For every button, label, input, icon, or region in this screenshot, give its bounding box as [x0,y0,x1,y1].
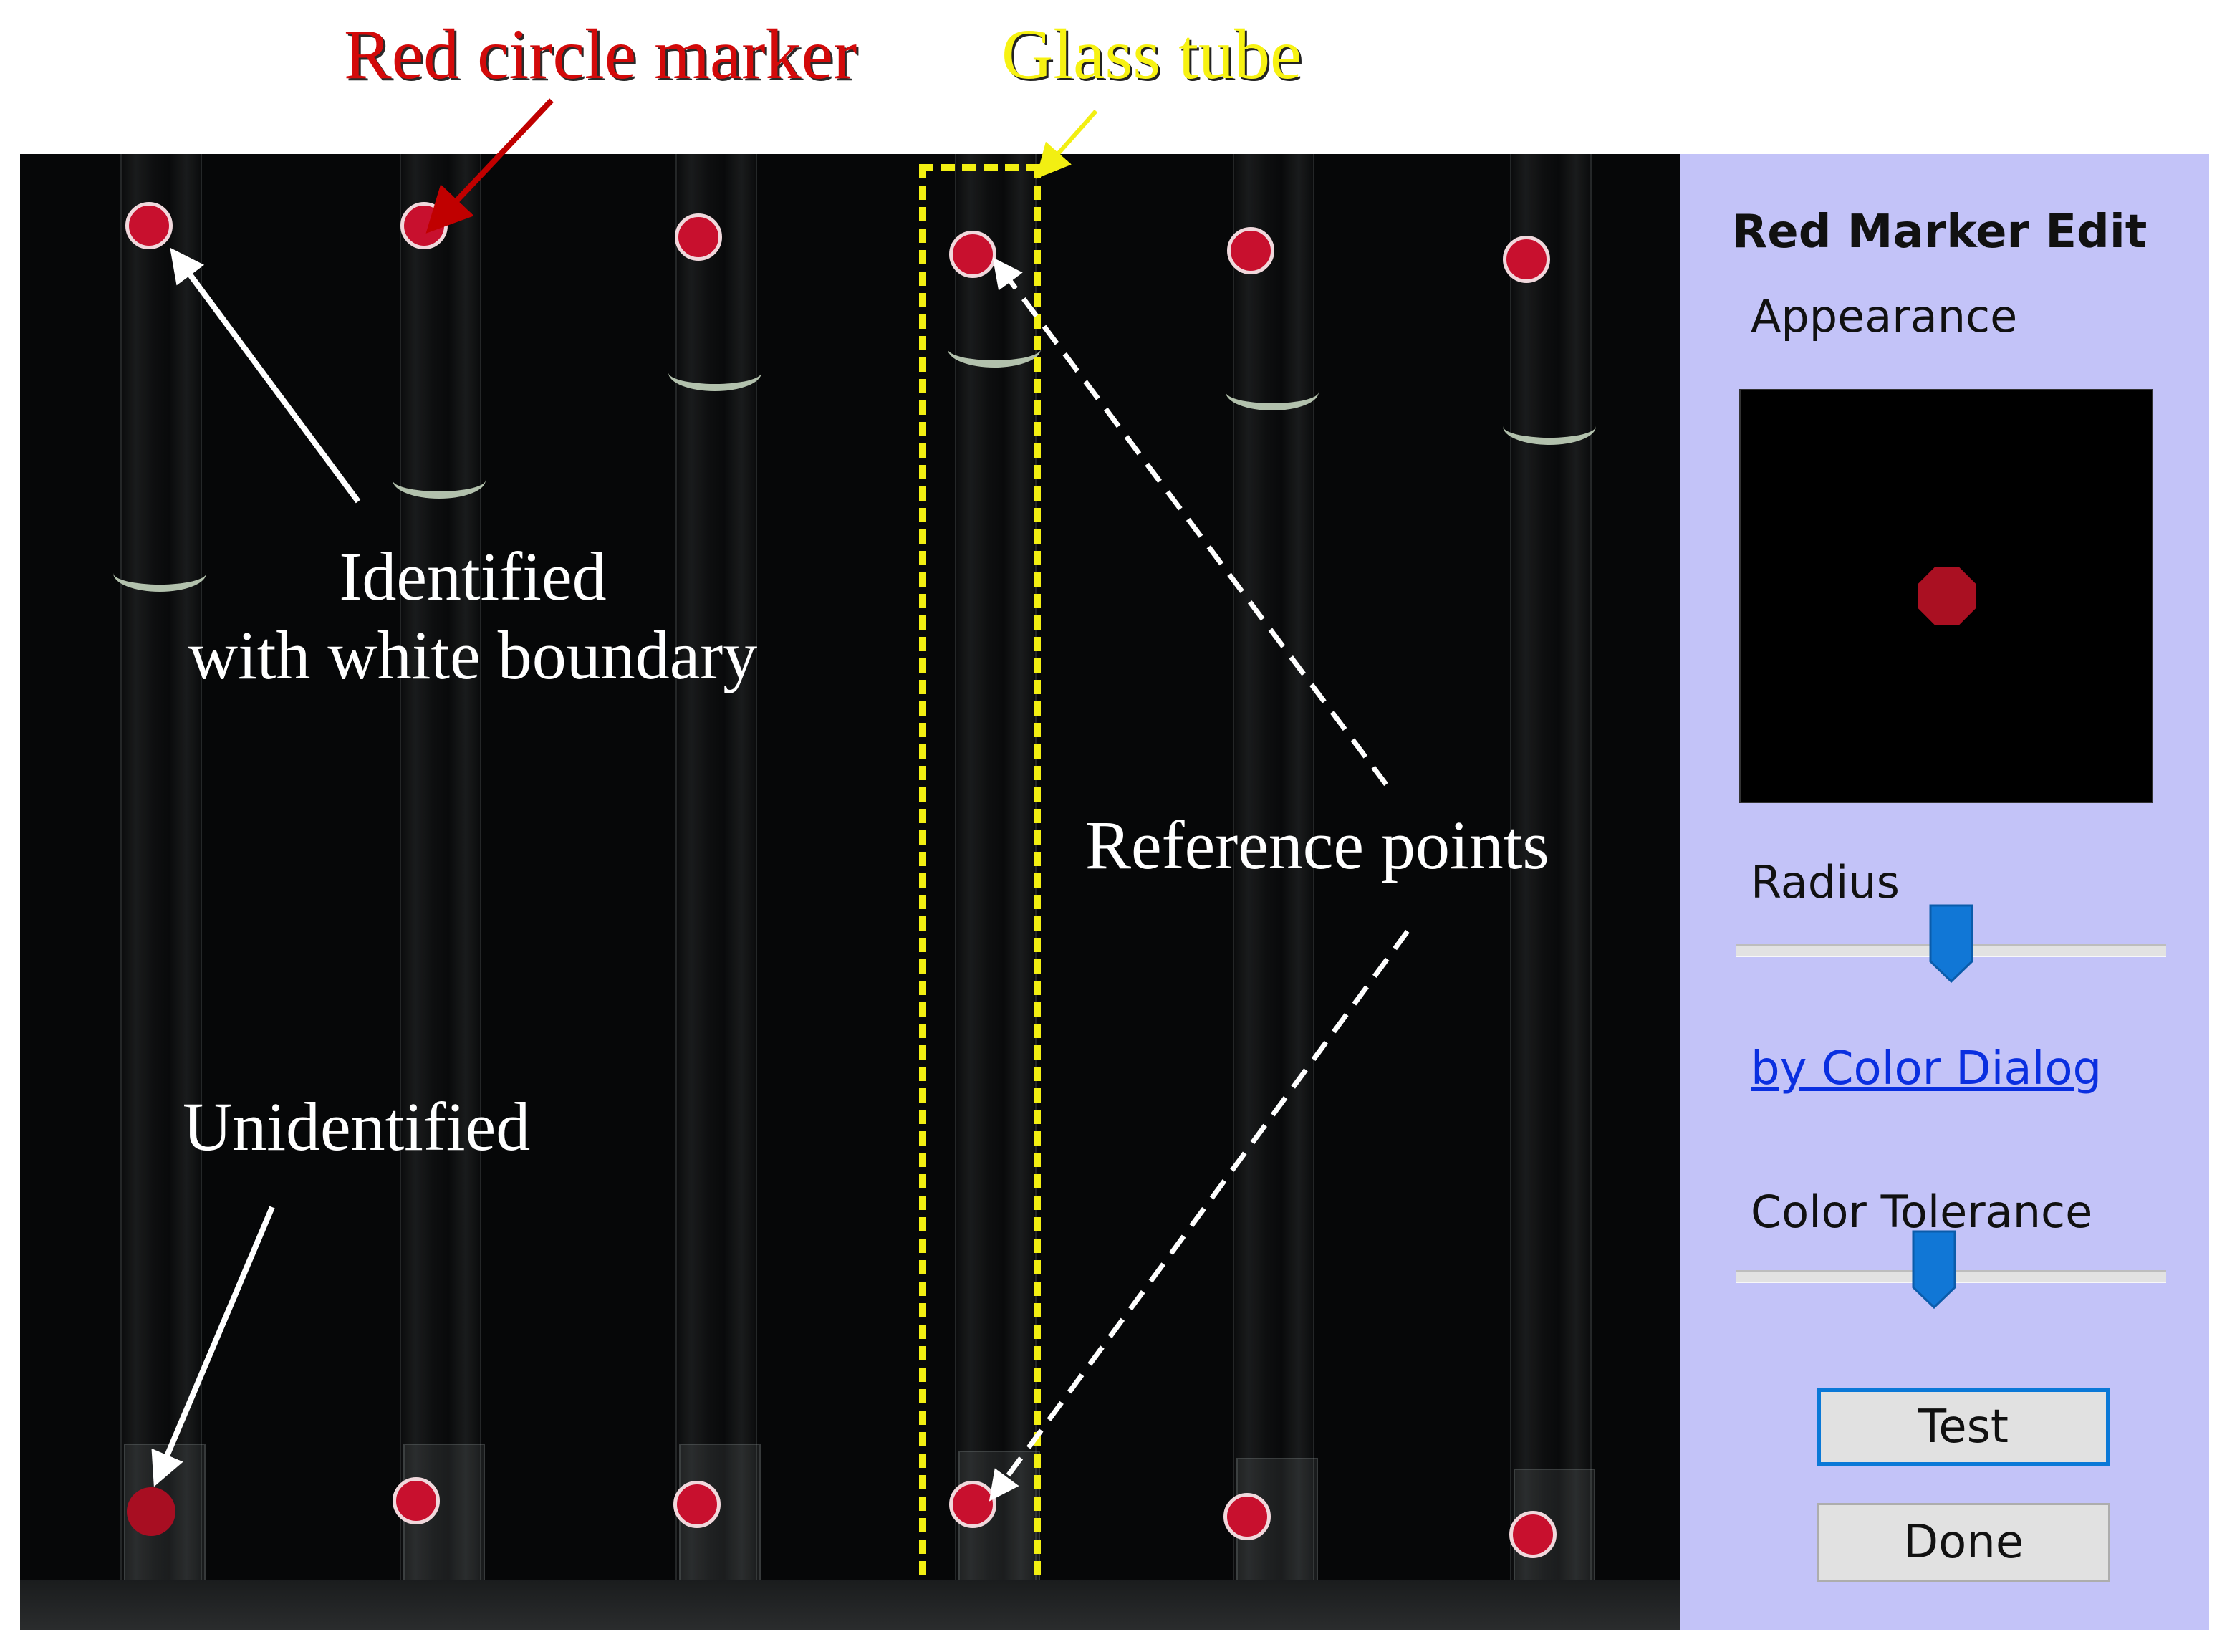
liquid-boundary-2 [393,473,486,499]
identified-line-1: Identified [339,538,607,615]
red-marker-top-5 [1227,227,1274,274]
identified-annotation: Identified with white boundary [161,537,784,696]
red-marker-bottom-6 [1509,1511,1557,1558]
radius-slider-thumb[interactable] [1929,904,1973,983]
glass-tube-highlight [919,164,1041,1618]
panel-title: Red Marker Edit [1732,206,2148,259]
red-marker-bottom-3 [673,1481,721,1528]
test-button[interactable]: Test [1817,1388,2110,1466]
red-marker-bottom-5 [1223,1493,1271,1540]
glass-tube-3 [675,154,757,1587]
glass-tube-6 [1510,154,1592,1587]
glass-tube-2 [400,154,481,1587]
red-marker-top-3 [675,213,722,261]
appearance-label: Appearance [1751,290,2018,342]
camera-view [20,154,1680,1630]
color-tolerance-label: Color Tolerance [1751,1186,2093,1238]
preview-marker-dot [1918,567,1976,625]
glass-tube-1 [120,154,202,1587]
liquid-boundary-6 [1503,419,1596,445]
unidentified-annotation: Unidentified [183,1088,531,1165]
radius-slider[interactable] [1736,903,2166,996]
appearance-preview [1739,389,2153,803]
reference-points-annotation: Reference points [1085,807,1549,883]
red-marker-edit-panel: Red Marker Edit Appearance Radius by Col… [1680,154,2209,1630]
identified-line-2: with white boundary [188,617,758,694]
liquid-boundary-1 [113,566,206,592]
glass-tube-annotation: Glass tube [1001,14,1302,94]
color-dialog-link[interactable]: by Color Dialog [1751,1042,2102,1095]
red-marker-unidentified [127,1487,175,1536]
red-marker-top-4 [949,231,996,278]
done-button[interactable]: Done [1817,1503,2110,1582]
liquid-boundary-3 [668,365,761,391]
red-marker-top-1 [125,202,173,249]
scene-floor [20,1580,1680,1630]
red-marker-top-6 [1503,236,1550,283]
red-marker-top-2 [400,202,448,249]
color-tolerance-slider-thumb[interactable] [1912,1230,1956,1309]
red-marker-bottom-2 [393,1477,440,1524]
red-circle-marker-annotation: Red circle marker [344,14,857,94]
red-marker-bottom-4 [949,1481,996,1528]
color-tolerance-slider[interactable] [1736,1229,2166,1322]
radius-label: Radius [1751,856,1900,908]
